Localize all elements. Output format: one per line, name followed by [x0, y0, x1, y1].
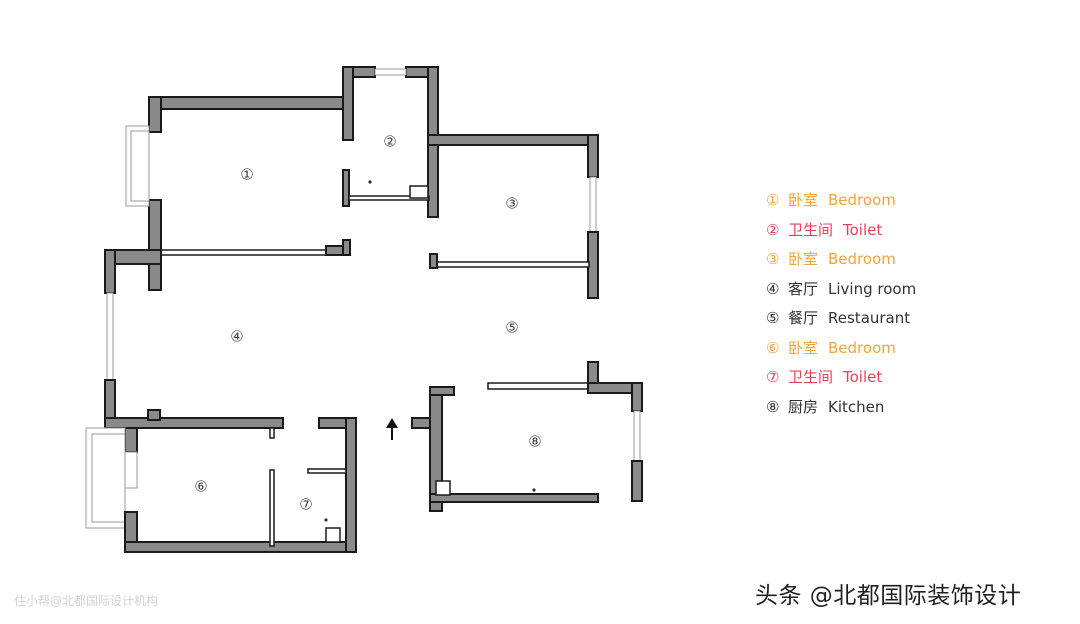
legend-en: Toilet: [843, 220, 883, 239]
legend-cn: 卧室: [788, 191, 819, 209]
legend-num: ⑦: [766, 368, 780, 386]
legend-cn: 卧室: [788, 250, 819, 268]
legend-cn: 客厅: [788, 279, 819, 298]
legend-cn: 厨房: [788, 397, 819, 416]
legend-en: Toilet: [843, 368, 883, 386]
room-label-2: ②: [383, 133, 396, 151]
watermark-right: 头条 @北都国际装饰设计: [755, 583, 1022, 609]
legend-num: ②: [766, 220, 780, 239]
watermark-left: 住小帮@北都国际设计机构: [14, 594, 159, 608]
room-label-3: ③: [505, 195, 518, 213]
legend-item: ② 卫生间 Toilet: [766, 216, 916, 246]
room-label-1: ①: [240, 166, 253, 184]
legend-num: ⑧: [766, 397, 780, 416]
legend-en: Bedroom: [828, 250, 896, 268]
legend-en: Bedroom: [828, 338, 896, 357]
legend-item: ④ 客厅 Living room: [766, 275, 916, 305]
legend-cn: 卧室: [788, 338, 819, 357]
legend-item: ③ 卧室 Bedroom: [766, 245, 916, 275]
legend-num: ⑥: [766, 338, 780, 357]
room-label-6: ⑥: [194, 478, 207, 496]
legend-num: ①: [766, 191, 780, 209]
legend-num: ④: [766, 279, 780, 298]
legend-item: ⑥ 卧室 Bedroom: [766, 334, 916, 364]
legend-cn: 餐厅: [788, 309, 819, 327]
room-label-7: ⑦: [299, 496, 312, 514]
legend-item: ① 卧室 Bedroom: [766, 186, 916, 216]
room-legend: ① 卧室 Bedroom ② 卫生间 Toilet ③ 卧室 Bedroom ④ 客厅 Livi…: [766, 186, 916, 422]
legend-num: ⑤: [766, 309, 780, 327]
room-label-5: ⑤: [505, 319, 518, 337]
legend-item: ⑤ 餐厅 Restaurant: [766, 304, 916, 334]
legend-item: ⑦ 卫生间 Toilet: [766, 363, 916, 393]
legend-cn: 卫生间: [788, 220, 834, 239]
room-label-8: ⑧: [528, 433, 541, 451]
legend-en: Kitchen: [828, 397, 885, 416]
legend-en: Bedroom: [828, 191, 896, 209]
walls: [85, 66, 643, 553]
legend-item: ⑧ 厨房 Kitchen: [766, 393, 916, 423]
legend-cn: 卫生间: [788, 368, 834, 386]
entrance-arrow-icon: [386, 418, 398, 440]
legend-en: Restaurant: [828, 309, 911, 327]
legend-en: Living room: [828, 279, 917, 298]
room-label-4: ④: [230, 328, 243, 346]
legend-num: ③: [766, 250, 780, 268]
